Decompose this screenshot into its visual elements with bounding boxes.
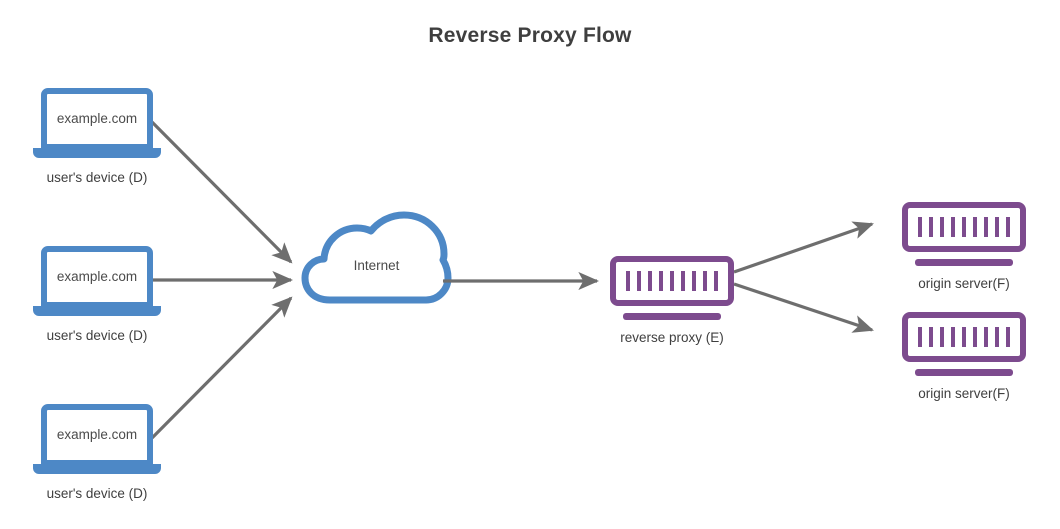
origin-server-2-label: origin server(F) [918,386,1010,401]
client-device-2-label: user's device (D) [46,328,148,343]
laptop-screen-text: example.com [56,111,138,127]
internet-label: Internet [353,258,400,273]
arrow-client3-to-internet [150,296,293,440]
arrow-client1-to-internet [150,120,293,264]
server-icon [610,256,734,306]
laptop-base-icon [33,464,161,474]
laptop-screen-icon: example.com [41,88,153,150]
reverse-proxy-label: reverse proxy (E) [620,330,724,345]
cloud-icon [301,211,452,304]
client-device-1-label: user's device (D) [46,170,148,185]
laptop-screen-text: example.com [56,427,138,443]
internet-node: Internet [305,222,448,306]
page-title: Reverse Proxy Flow [428,24,632,47]
origin-server-1-label: origin server(F) [918,276,1010,291]
laptop-base-icon [33,306,161,316]
server-icon [902,202,1026,252]
server-base-icon [623,313,721,320]
laptop-screen-text: example.com [56,269,138,285]
client-device-3-label: user's device (D) [46,486,148,501]
arrow-proxy-to-origin1 [733,221,874,274]
laptop-screen-icon: example.com [41,246,153,308]
laptop-screen-icon: example.com [41,404,153,466]
laptop-base-icon [33,148,161,158]
server-base-icon [915,259,1013,266]
server-base-icon [915,369,1013,376]
server-icon [902,312,1026,362]
arrow-proxy-to-origin2 [733,282,874,333]
